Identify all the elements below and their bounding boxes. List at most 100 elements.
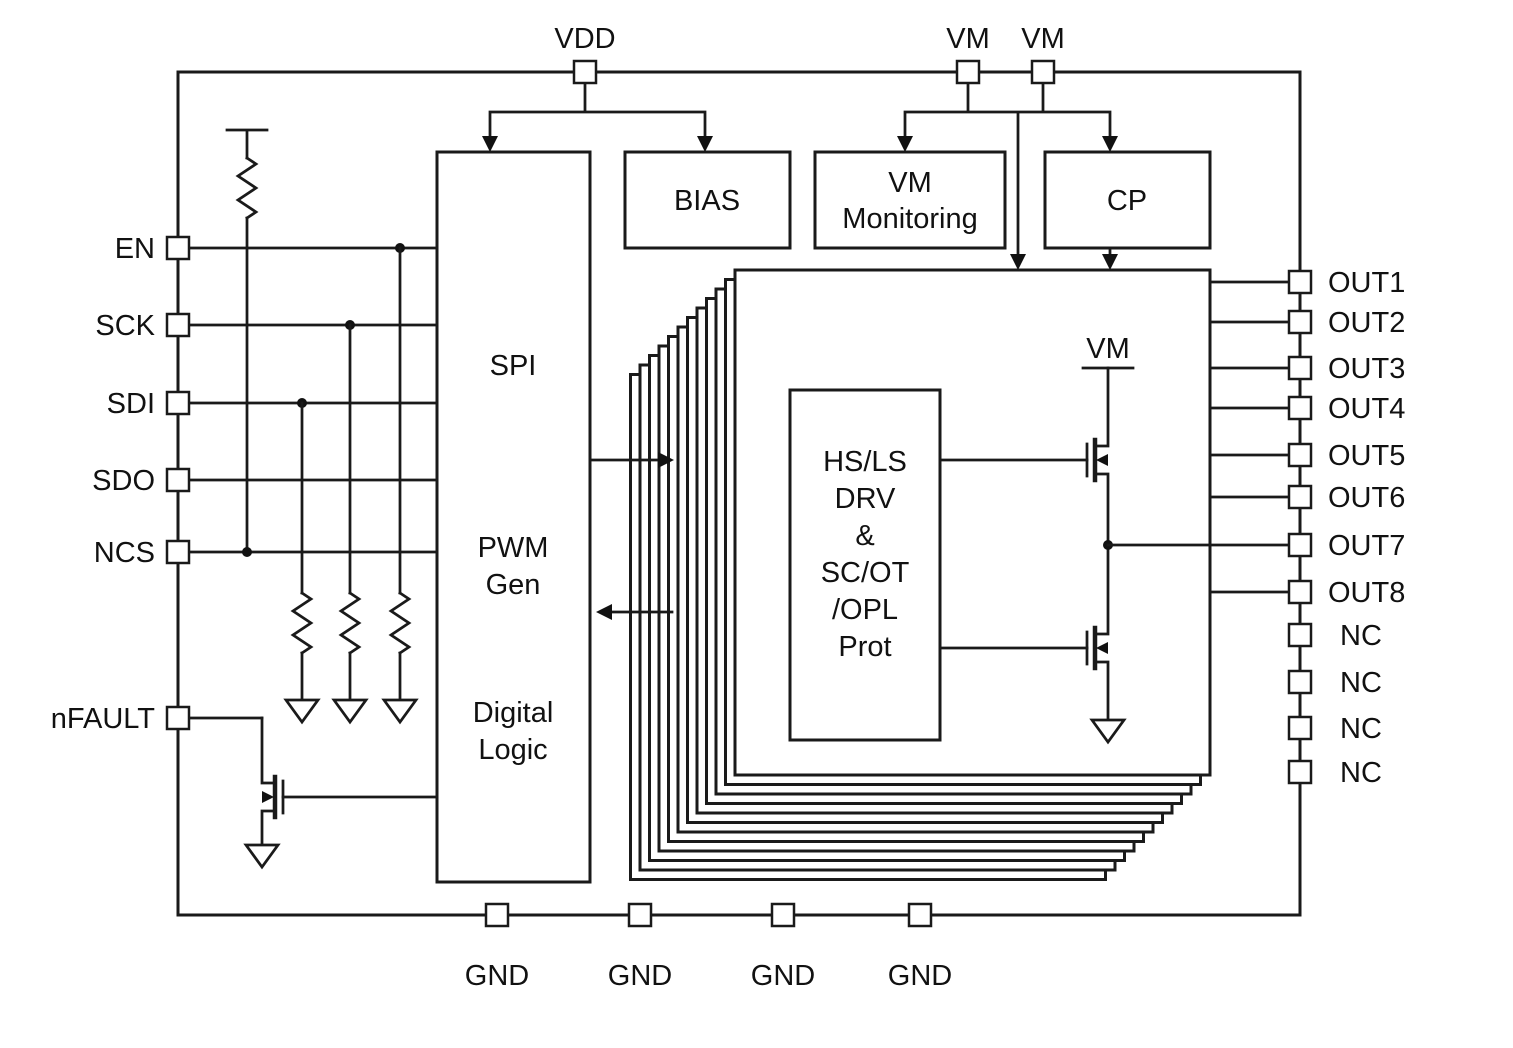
bias-block: BIAS: [623, 150, 792, 250]
pin-out3: [1287, 355, 1313, 381]
pin-vdd: [572, 59, 598, 85]
pin-out8: [1287, 579, 1313, 605]
top-pins: [572, 59, 1056, 85]
pin-sdi: [165, 390, 191, 416]
digital-logic-label: Digital: [473, 697, 554, 729]
spi-label: SPI: [490, 350, 537, 382]
vdd-net: [482, 81, 713, 152]
hs-ls-drv-block: HS/LS DRV & SC/OT /OPL Prot: [788, 388, 942, 742]
arrow-down-icon: [697, 136, 713, 152]
pin-gnd-1: [484, 902, 510, 928]
pin-vm-2: [1030, 59, 1056, 85]
pin-label-nc-4: NC: [1340, 757, 1382, 789]
arrow-right-icon: [658, 452, 674, 468]
bias-label: BIAS: [674, 185, 740, 217]
arrow-left-icon: [1096, 642, 1108, 654]
pin-label-vm-2: VM: [1021, 23, 1065, 55]
pin-label-sck: SCK: [95, 310, 155, 342]
pin-out4: [1287, 395, 1313, 421]
pin-label-out5: OUT5: [1328, 440, 1405, 472]
resistor-icon: [290, 591, 314, 655]
ground-icon: [331, 698, 369, 725]
half-bridge-output-net: [1103, 540, 1291, 550]
left-pin-wires: [187, 246, 439, 720]
pin-label-gnd-3: GND: [751, 960, 815, 992]
resistor-icon: [338, 591, 362, 655]
pin-gnd-2: [627, 902, 653, 928]
ground-icon: [381, 698, 419, 725]
pin-en: [165, 235, 191, 261]
hs-ls-label: SC/OT: [821, 557, 910, 589]
pin-gnd-4: [907, 902, 933, 928]
vm-monitoring-label: Monitoring: [842, 203, 977, 235]
pin-label-en: EN: [115, 233, 155, 265]
stack-to-spi-arrow: [596, 604, 674, 620]
cp-label: CP: [1107, 185, 1147, 217]
pin-label-out3: OUT3: [1328, 353, 1405, 385]
pin-out1: [1287, 269, 1313, 295]
arrow-right-icon: [262, 791, 274, 803]
output-pin-wires: [1208, 280, 1291, 594]
pin-label-gnd-2: GND: [608, 960, 672, 992]
hs-ls-label: HS/LS: [823, 446, 907, 478]
pin-label-out6: OUT6: [1328, 482, 1405, 514]
pin-nc-1: [1287, 622, 1313, 648]
arrow-left-icon: [596, 604, 612, 620]
pin-label-nfault: nFAULT: [51, 703, 156, 735]
pin-out6: [1287, 484, 1313, 510]
spi-block: SPI PWM Gen Digital Logic: [435, 150, 592, 884]
resistor-icon: [388, 591, 412, 655]
vm-rail-label: VM: [1086, 333, 1130, 365]
vm-rail: VM: [1081, 333, 1135, 370]
bottom-pins: [484, 902, 933, 928]
pin-sdo: [165, 467, 191, 493]
low-side-mosfet-icon: [938, 543, 1127, 745]
pin-nc-4: [1287, 759, 1313, 785]
hs-ls-label: &: [855, 520, 874, 552]
pwm-gen-label: Gen: [486, 569, 541, 601]
pin-label-vm-1: VM: [946, 23, 990, 55]
arrow-down-icon: [482, 136, 498, 152]
arrow-down-icon: [897, 136, 913, 152]
pin-out5: [1287, 442, 1313, 468]
pin-out7: [1287, 532, 1313, 558]
pin-label-out1: OUT1: [1328, 267, 1405, 299]
ground-icon: [1089, 718, 1127, 745]
vm-net: [897, 81, 1118, 270]
pin-label-out7: OUT7: [1328, 530, 1405, 562]
pin-nfault: [165, 705, 191, 731]
pin-label-out2: OUT2: [1328, 307, 1405, 339]
output-stage-stack: [629, 268, 1212, 881]
pin-label-out4: OUT4: [1328, 393, 1405, 425]
pulldown-resistor-en: [381, 243, 419, 725]
pin-label-nc-3: NC: [1340, 713, 1382, 745]
hs-ls-label: DRV: [835, 483, 896, 515]
pin-sck: [165, 312, 191, 338]
junction-dot: [242, 547, 252, 557]
right-pins: [1287, 269, 1313, 785]
arrow-down-icon: [1102, 254, 1118, 270]
vm-monitoring-label: VM: [888, 167, 932, 199]
pin-label-gnd-4: GND: [888, 960, 952, 992]
pin-labels: VDD VM VM EN SCK SDI SDO NCS nFAULT OUT1…: [51, 23, 1406, 992]
pin-label-out8: OUT8: [1328, 577, 1405, 609]
pwm-gen-label: PWM: [478, 532, 549, 564]
pin-nc-3: [1287, 715, 1313, 741]
pin-label-nc-2: NC: [1340, 667, 1382, 699]
pulldown-resistor-sck: [331, 320, 369, 725]
resistor-icon: [235, 156, 259, 220]
digital-logic-label: Logic: [478, 734, 547, 766]
hs-ls-label: Prot: [838, 631, 891, 663]
left-pins: [165, 235, 191, 731]
ground-icon: [243, 843, 281, 870]
pin-label-sdi: SDI: [107, 388, 155, 420]
arrow-down-icon: [1102, 136, 1118, 152]
high-side-mosfet-icon: [938, 366, 1110, 547]
pullup-resistor-ncs: [225, 128, 269, 557]
pin-label-vdd: VDD: [554, 23, 615, 55]
pin-label-nc-1: NC: [1340, 620, 1382, 652]
pin-label-ncs: NCS: [94, 537, 155, 569]
arrow-left-icon: [1096, 454, 1108, 466]
nfault-mosfet-icon: [243, 716, 439, 870]
pin-gnd-3: [770, 902, 796, 928]
